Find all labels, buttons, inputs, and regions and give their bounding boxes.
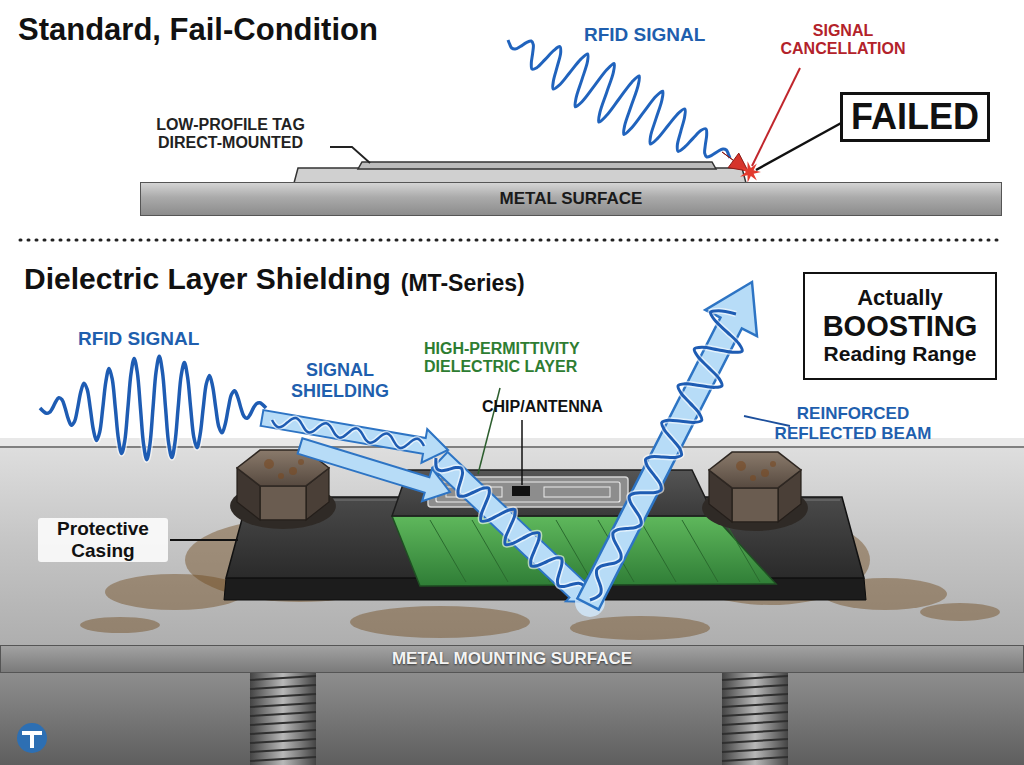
section-heading: (MT-Series) [401, 270, 525, 296]
antenna-trace [544, 487, 610, 497]
cancellation-burst [740, 161, 761, 182]
dielectric-texture [640, 520, 676, 582]
rust-spot [770, 461, 776, 467]
bolt-side [732, 488, 778, 522]
rust-spot [264, 459, 274, 469]
rust-spot [298, 459, 304, 465]
node-text: METAL MOUNTING SURFACE [392, 650, 632, 669]
signal-label: RFID SIGNAL [78, 328, 199, 350]
thread-line [722, 730, 788, 734]
callout-label: Protective Casing [38, 518, 168, 562]
dielectric-layer [392, 516, 776, 586]
dielectric-texture [682, 520, 718, 582]
reflected-beam [577, 282, 757, 609]
bolt-thread [250, 672, 316, 765]
rust-spot [761, 469, 769, 477]
thread-line [722, 703, 788, 707]
tag-base [294, 168, 746, 183]
rfid-wave-halo [436, 458, 584, 596]
rfid-wave [508, 40, 730, 158]
thread-line [250, 757, 316, 761]
tag-top-layer [358, 162, 716, 169]
thread-line [250, 685, 316, 689]
logo-mark [17, 723, 47, 753]
thread-line [250, 721, 316, 725]
section-heading: Dielectric Layer Shielding [24, 262, 391, 297]
thread-line [722, 676, 788, 680]
leader-line [170, 539, 238, 541]
rfid-wave [40, 356, 266, 459]
bolt-thread [722, 672, 788, 765]
thread-line [250, 739, 316, 743]
callout-label: SIGNAL CANCELLATION [768, 22, 918, 59]
rust-stain [570, 616, 710, 640]
logo-glyph [22, 731, 42, 748]
thread-line [722, 739, 788, 743]
dielectric-texture [430, 520, 466, 582]
rfid-wave [590, 311, 742, 600]
rust-stain [80, 617, 160, 633]
rust-stain [105, 574, 245, 610]
node-text: METAL SURFACE [500, 190, 643, 209]
chip [512, 486, 530, 496]
bolt-side [260, 486, 306, 520]
callout-label: SIGNAL SHIELDING [275, 360, 405, 401]
leader-line [756, 122, 843, 170]
node-text: Actually [857, 286, 943, 310]
rust-stain [350, 606, 530, 638]
metal-surface-band: METAL SURFACE [140, 182, 1002, 216]
leader-line [521, 420, 523, 485]
node-text: FAILED [851, 97, 979, 137]
signal-label: RFID SIGNAL [584, 24, 705, 46]
thread-line [722, 748, 788, 752]
rust-spot [289, 467, 297, 475]
rfid-wave-halo [40, 356, 266, 459]
rust-spot [750, 475, 756, 481]
thread-line [722, 757, 788, 761]
callout-label: CHIP/ANTENNA [482, 398, 603, 416]
rust-stain [920, 603, 1000, 621]
callout-label: HIGH-PERMITTIVITY DIELECTRIC LAYER [424, 340, 629, 377]
callout-label: LOW-PROFILE TAG DIRECT-MOUNTED [128, 116, 333, 153]
bolt-head [709, 452, 801, 488]
rfid-wave [436, 458, 584, 596]
thread-line [250, 712, 316, 716]
metal-plate [0, 447, 1024, 646]
shielding-arrow [298, 438, 450, 501]
rfid-wave-halo [508, 40, 730, 158]
thread-line [722, 694, 788, 698]
signal-beam [432, 452, 590, 602]
result-box: ActuallyBOOSTINGReading Range [803, 272, 997, 380]
plate-edge [0, 446, 1024, 448]
thread-line [722, 685, 788, 689]
section-divider [20, 239, 1004, 242]
thread-line [722, 721, 788, 725]
leader-line [752, 68, 800, 166]
status-box: FAILED [840, 92, 990, 142]
thread-line [722, 712, 788, 716]
rfid-wave [272, 418, 424, 448]
section-heading: Standard, Fail-Condition [18, 12, 378, 48]
thread-line [250, 703, 316, 707]
thread-line [250, 730, 316, 734]
node-text: Reading Range [824, 342, 977, 365]
thread-line [250, 748, 316, 752]
callout-label: REINFORCED REFLECTED BEAM [768, 404, 938, 443]
node-text: BOOSTING [823, 311, 978, 343]
rfid-wave-halo [590, 311, 742, 600]
thread-line [250, 676, 316, 680]
plate-underside [0, 672, 1024, 765]
metal-mounting-band: METAL MOUNTING SURFACE [0, 645, 1024, 673]
leader-line [330, 147, 370, 163]
thread-line [250, 694, 316, 698]
rfid-wave-halo [272, 418, 424, 448]
rust-spot [278, 473, 284, 479]
rust-spot [736, 461, 746, 471]
